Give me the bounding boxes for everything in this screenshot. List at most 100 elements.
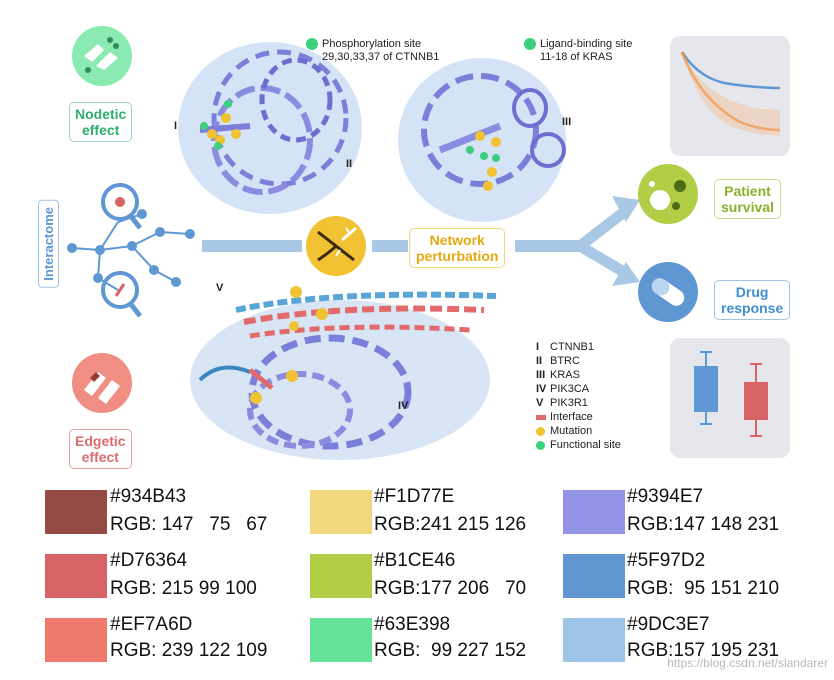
drug-response-box: Drug response <box>714 280 791 320</box>
rgb-9dc3e7: RGB:157 195 231 <box>627 640 780 661</box>
swatch-f1d77e <box>310 490 372 534</box>
network-line1: Network <box>429 232 485 248</box>
ligand-title: Ligand-binding site <box>540 38 633 50</box>
color-palette: #934B43 RGB: 147 75 67 #D76364 RGB: 215 … <box>0 480 834 680</box>
roman-label-iv: IV <box>398 400 409 412</box>
roman-label-ii: II <box>346 158 353 170</box>
edgetic-line1: Edgetic <box>75 433 126 449</box>
swatch-b1ce46 <box>310 554 372 598</box>
mutation-swatch <box>536 426 545 436</box>
rgb-ef7a6d: RGB: 239 122 109 <box>110 640 268 661</box>
legend-item-kras: III KRAS <box>536 368 580 382</box>
watermark: https://blog.csdn.net/slandarer <box>667 656 828 670</box>
phospho-annotation: Phosphorylation site 29,30,33,37 of CTNN… <box>322 38 439 64</box>
rgb-d76364: RGB: 215 99 100 <box>110 578 257 599</box>
hex-b1ce46: #B1CE46 <box>374 550 456 571</box>
phospho-detail: 29,30,33,37 of CTNNB1 <box>322 51 440 63</box>
interface-swatch-wrap <box>536 410 550 424</box>
figure-graphics <box>67 26 790 460</box>
drug-response-icon <box>638 262 698 322</box>
legend-key: V <box>536 397 544 409</box>
arrow-bar-middle <box>372 240 408 252</box>
interface-swatch <box>536 414 546 420</box>
patient-line1: Patient <box>724 183 771 199</box>
ligand-dot <box>524 38 536 50</box>
swatch-5f97d2 <box>563 554 625 598</box>
survival-chart <box>670 36 790 156</box>
roman-label-i: I <box>174 120 178 132</box>
interactome-nodes <box>67 197 195 297</box>
legend-key: III <box>536 369 546 381</box>
arrow-up-head <box>612 196 640 222</box>
legend-item-pik3r1: V PIK3R1 <box>536 396 588 410</box>
protein-ctnnb1-btrc <box>178 42 362 214</box>
legend-key: I <box>536 341 540 353</box>
legend-label: PIK3CA <box>550 383 590 395</box>
interactome-label: Interactome <box>38 200 59 288</box>
legend-item-ctnnb1: I CTNNB1 <box>536 340 594 354</box>
legend-item-functional-site: Functional site <box>536 438 621 452</box>
hex-ef7a6d: #EF7A6D <box>110 614 193 635</box>
edgetic-effect-box: Edgetic effect <box>69 429 132 469</box>
dna-mutation-icon <box>306 216 366 276</box>
hex-63e398: #63E398 <box>374 614 451 635</box>
legend-key: IV <box>536 383 547 395</box>
phospho-title: Phosphorylation site <box>322 38 422 50</box>
hex-9dc3e7: #9DC3E7 <box>627 614 710 635</box>
legend-label: PIK3R1 <box>550 397 588 409</box>
legend-item-btrc: II BTRC <box>536 354 580 368</box>
legend-label: BTRC <box>550 355 580 367</box>
legend-label: CTNNB1 <box>550 341 595 353</box>
rgb-b1ce46: RGB:177 206 70 <box>374 578 527 599</box>
rgb-f1d77e: RGB:241 215 126 <box>374 514 527 535</box>
arrow-down-branch <box>577 241 627 277</box>
swatch-9dc3e7 <box>563 618 625 662</box>
rgb-63e398: RGB: 99 227 152 <box>374 640 527 661</box>
protein-pik3ca-pik3r1 <box>190 286 497 460</box>
hex-d76364: #D76364 <box>110 550 188 571</box>
hex-5f97d2: #5F97D2 <box>627 550 706 571</box>
boxplot-chart <box>670 338 790 458</box>
hex-934b43: #934B43 <box>110 486 187 507</box>
functional-swatch <box>536 440 545 450</box>
legend-key: II <box>536 355 543 367</box>
legend-item-mutation: Mutation <box>536 424 592 438</box>
nodetic-icon <box>72 26 132 86</box>
phospho-dot <box>306 38 318 50</box>
rgb-9394e7: RGB:147 148 231 <box>627 514 780 535</box>
nodetic-line1: Nodetic <box>75 106 127 122</box>
interactome-network <box>71 183 191 318</box>
swatch-d76364 <box>45 554 107 598</box>
protein-kras <box>398 58 566 222</box>
drug-line2: response <box>721 300 784 316</box>
roman-label-v: V <box>216 282 224 294</box>
roman-label-iii: III <box>562 116 572 128</box>
figure: Phosphorylation site 29,30,33,37 of CTNN… <box>38 26 791 469</box>
arrow-bar-left <box>202 240 302 252</box>
edgetic-line2: effect <box>81 449 119 465</box>
rgb-934b43: RGB: 147 75 67 <box>110 514 268 535</box>
mutation-swatch-wrap <box>536 424 550 438</box>
legend-label: Functional site <box>550 439 621 451</box>
swatch-ef7a6d <box>45 618 107 662</box>
arrow-down-head <box>612 262 640 286</box>
functional-swatch-wrap <box>536 438 550 452</box>
ligand-annotation: Ligand-binding site 11-18 of KRAS <box>540 38 632 64</box>
legend-label: Interface <box>550 411 593 423</box>
ligand-detail: 11-18 of KRAS <box>540 51 613 63</box>
arrow-bar-right <box>515 240 583 252</box>
legend-label: Mutation <box>550 425 593 437</box>
patient-survival-box: Patient survival <box>714 179 781 219</box>
edgetic-icon <box>72 353 132 413</box>
patient-survival-icon <box>638 164 698 224</box>
hex-9394e7: #9394E7 <box>627 486 704 507</box>
network-line2: perturbation <box>416 248 499 264</box>
swatch-63e398 <box>310 618 372 662</box>
swatch-934b43 <box>45 490 107 534</box>
swatch-9394e7 <box>563 490 625 534</box>
arrow-up-branch <box>576 207 628 251</box>
legend-label: KRAS <box>550 369 580 381</box>
network-perturbation-box: Network perturbation <box>409 228 506 268</box>
